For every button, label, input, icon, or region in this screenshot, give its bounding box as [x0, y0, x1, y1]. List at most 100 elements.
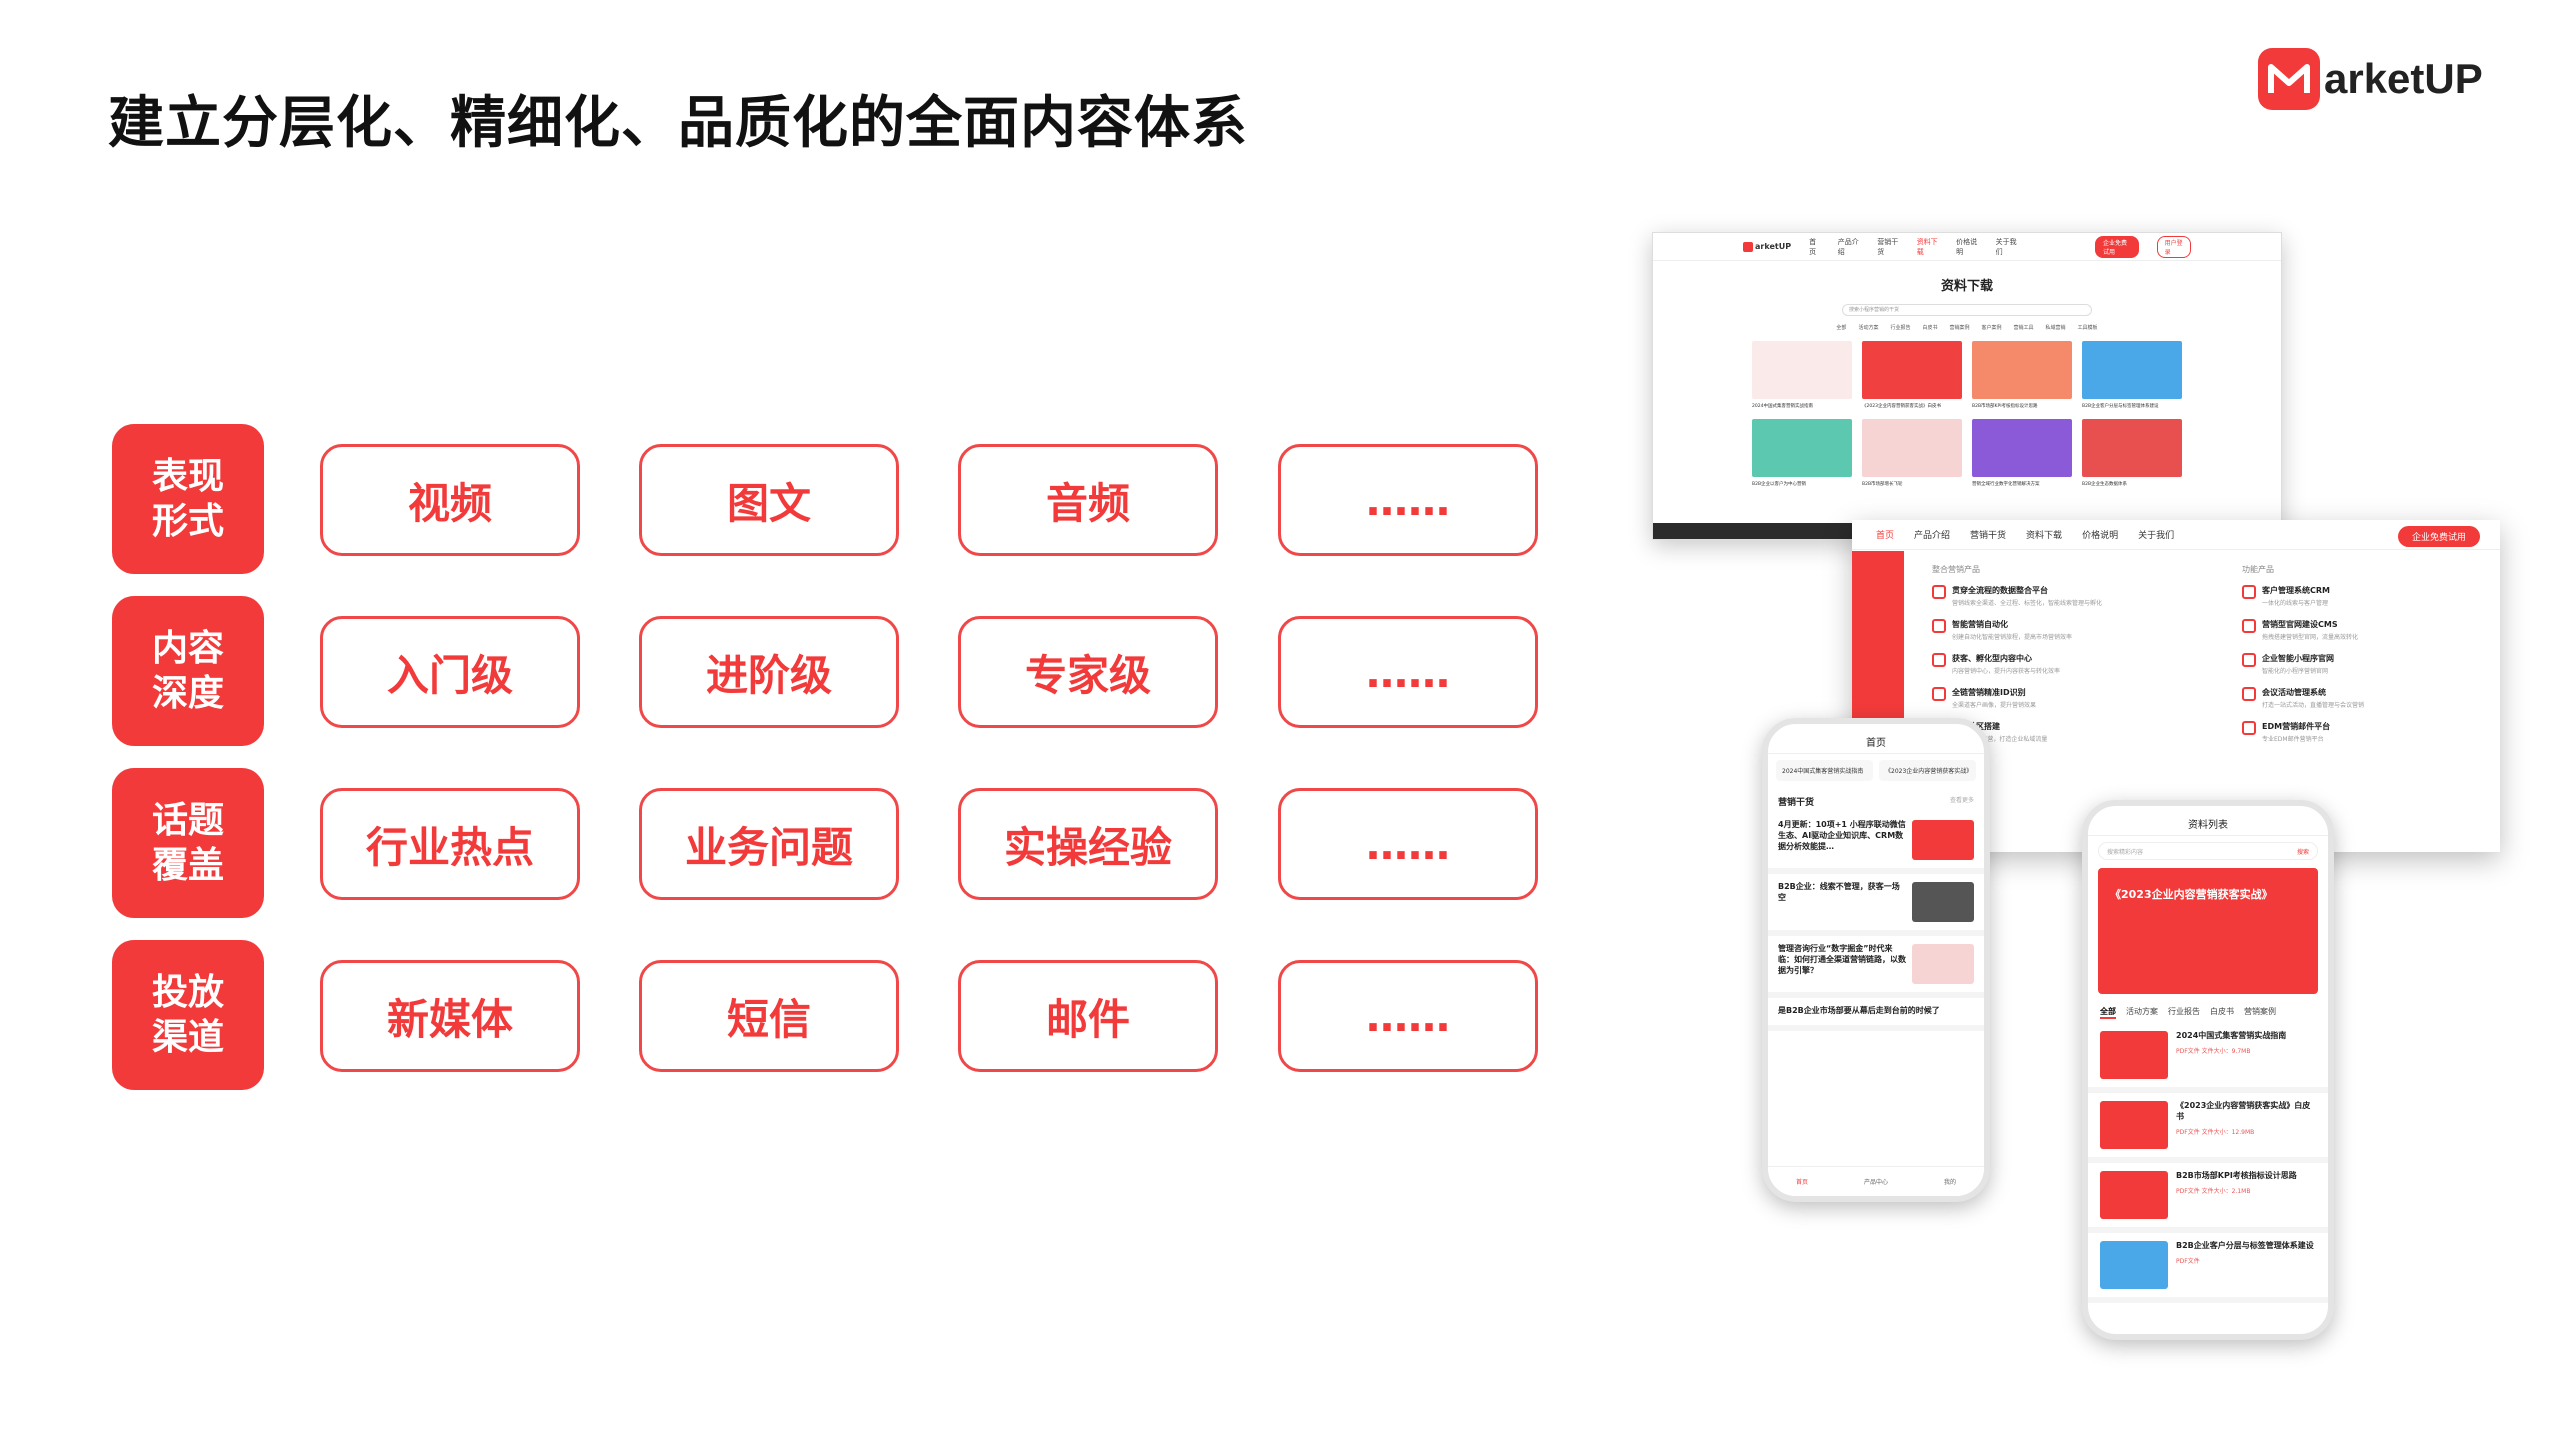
- cell-email: 邮件: [958, 960, 1218, 1072]
- menu-item[interactable]: 智能营销自动化创建自动化智能营销旅程，提高市场营销效率: [1932, 619, 2192, 641]
- doc-thumb: [2100, 1031, 2168, 1079]
- section-title: 营销干货: [1778, 798, 1815, 808]
- tab[interactable]: 行业报告: [1890, 325, 1911, 331]
- article-thumb: [1912, 820, 1974, 860]
- card-caption: 2024中国式集客营销实战指南: [1752, 404, 1813, 409]
- menu-item[interactable]: 会议活动管理系统打造一站式活动，直播管理与会议营销: [2242, 687, 2482, 709]
- top-card[interactable]: 2024中国式集客营销实战指南: [1776, 760, 1873, 781]
- resource-card[interactable]: B2B企业客户分层与标签管理体系建设: [2082, 341, 2182, 409]
- nav-item[interactable]: 价格说明: [2082, 531, 2119, 541]
- card-thumb: [2082, 419, 2182, 477]
- menu-item-desc: 营销线索全渠道、全过程、标签化，智能线索管理与孵化: [1952, 600, 2103, 607]
- trial-button[interactable]: 企业免费试用: [2397, 526, 2480, 547]
- nav-item[interactable]: 营销干货: [1970, 531, 2007, 541]
- menu-item-desc: 全渠道客户画像，提升营销效果: [1952, 702, 2037, 709]
- tab[interactable]: 客户案例: [1981, 325, 2002, 331]
- row-label-topics: 话题 覆盖: [112, 768, 264, 918]
- download-heading: 资料下载: [1940, 279, 1993, 294]
- article-title: 是B2B企业市场部要从幕后走到台前的时候了: [1778, 1006, 1940, 1015]
- article-item[interactable]: 4月更新：10项+1 小程序联动微信生态、AI驱动企业知识库、CRM数据分析效能…: [1768, 812, 1984, 874]
- trial-button[interactable]: 企业免费试用: [2095, 235, 2139, 258]
- tab[interactable]: 活动方案: [2126, 1007, 2158, 1016]
- search-placeholder: 搜索精彩内容: [2107, 848, 2144, 856]
- cell-more: ……: [1278, 616, 1538, 728]
- tab[interactable]: 营销案例: [2244, 1007, 2276, 1016]
- menu-item[interactable]: 获客、孵化型内容中心内容营销中心，提升内容获客与转化效率: [1932, 653, 2192, 675]
- nav-item[interactable]: 价格说明: [1956, 237, 1978, 256]
- resource-card[interactable]: B2B市场部KPI考核指标设计思路: [1972, 341, 2072, 409]
- product-icon: [2242, 619, 2256, 633]
- mini-logo: arketUP: [1743, 241, 1791, 252]
- tabbar-me[interactable]: 我的: [1943, 1179, 1956, 1186]
- tab[interactable]: 白皮书: [1922, 325, 1938, 331]
- nav-item[interactable]: 关于我们: [2138, 531, 2175, 541]
- download-search-input[interactable]: 搜索小程序营销的干货: [1842, 304, 2092, 316]
- tab[interactable]: 全部: [1836, 325, 1847, 331]
- nav-item[interactable]: 产品介绍: [1914, 531, 1951, 541]
- row-label-line: 形式: [151, 501, 224, 542]
- doc-meta: PDF文件 文件大小：12.9MB: [2176, 1128, 2255, 1136]
- phone-title-bar: 首页: [1768, 724, 1984, 754]
- article-item[interactable]: 是B2B企业市场部要从幕后走到台前的时候了: [1768, 998, 1984, 1031]
- logo-m-icon: [1743, 241, 1753, 252]
- tabbar-home[interactable]: 首页: [1795, 1179, 1808, 1186]
- nav-item[interactable]: 关于我们: [1995, 237, 2017, 256]
- tab[interactable]: 私域营销: [2045, 325, 2066, 331]
- nav-item[interactable]: 首页: [1809, 237, 1817, 256]
- article-item[interactable]: B2B企业：线索不管理，获客一场空: [1768, 874, 1984, 936]
- phone-banner[interactable]: 《2023企业内容营销获客实战》: [2098, 868, 2318, 994]
- article-title: 管理咨询行业“数字掘金”时代来临：如何打通全渠道营销链路，以数据为引擎？: [1778, 944, 1906, 975]
- search-button[interactable]: 搜索: [2296, 848, 2309, 856]
- section-header: 营销干货 查看更多: [1768, 787, 1984, 812]
- nav-item[interactable]: 资料下载: [1916, 237, 1938, 256]
- article-thumb: [1912, 882, 1974, 922]
- phone-search-input[interactable]: 搜索精彩内容 搜索: [2098, 842, 2318, 860]
- menu-item-desc: 专业EDM邮件营销平台: [2262, 736, 2324, 743]
- card-caption: B2B企业生态数据体系: [2082, 482, 2128, 487]
- article-title: B2B企业：线索不管理，获客一场空: [1778, 882, 1900, 902]
- nav-item[interactable]: 营销干货: [1877, 237, 1899, 256]
- resource-card[interactable]: B2B企业生态数据体系: [2082, 419, 2182, 487]
- resource-card[interactable]: 2024中国式集客营销实战指南: [1752, 341, 1852, 409]
- tab[interactable]: 全部: [2100, 1006, 2116, 1019]
- tab[interactable]: 活动方案: [1858, 325, 1879, 331]
- tab[interactable]: 营销工具: [2013, 325, 2034, 331]
- more-link[interactable]: 查看更多: [1949, 797, 1974, 804]
- menu-item-title: 智能营销自动化: [1952, 620, 2008, 629]
- phone-tabs: 全部 活动方案 行业报告 白皮书 营销案例: [2088, 1002, 2328, 1023]
- tab[interactable]: 行业报告: [2168, 1007, 2200, 1016]
- article-item[interactable]: 管理咨询行业“数字掘金”时代来临：如何打通全渠道营销链路，以数据为引擎？: [1768, 936, 1984, 998]
- menu-item[interactable]: 全链营销精准ID识别全渠道客户画像，提升营销效果: [1932, 687, 2192, 709]
- resource-card[interactable]: B2B市场部增长飞轮: [1862, 419, 1962, 487]
- tab[interactable]: 白皮书: [2210, 1007, 2234, 1016]
- nav-item[interactable]: 首页: [1876, 531, 1895, 541]
- resource-card[interactable]: B2B企业以客户为中心营销: [1752, 419, 1852, 487]
- nav-item[interactable]: 资料下载: [2026, 531, 2063, 541]
- card-thumb: [1972, 341, 2072, 399]
- menu-item-title: 贯穿全流程的数据整合平台: [1952, 586, 2048, 595]
- tab[interactable]: 工具模板: [2077, 325, 2098, 331]
- menu-item[interactable]: EDM营销邮件平台专业EDM邮件营销平台: [2242, 721, 2482, 743]
- menu-item[interactable]: 企业智能小程序官网智能化的小程序营销官网: [2242, 653, 2482, 675]
- nav-item[interactable]: 产品介绍: [1837, 237, 1859, 256]
- resource-card[interactable]: 营销全域行业数字化营销解决方案: [1972, 419, 2072, 487]
- resource-card[interactable]: 《2023企业内容营销获客实战》白皮书: [1862, 341, 1962, 409]
- product-icon: [1932, 585, 1946, 599]
- login-button[interactable]: 用户登录: [2156, 235, 2192, 258]
- row-label-line: 表现: [151, 456, 224, 497]
- menu-item[interactable]: 贯穿全流程的数据整合平台营销线索全渠道、全过程、标签化，智能线索管理与孵化: [1932, 585, 2192, 607]
- tab[interactable]: 营销案例: [1949, 325, 1970, 331]
- top-card[interactable]: 《2023企业内容营销获客实战》: [1879, 760, 1976, 781]
- card-thumb: [1862, 341, 1962, 399]
- card-caption: B2B市场部KPI考核指标设计思路: [1972, 404, 2038, 409]
- tabbar-products[interactable]: 产品中心: [1863, 1179, 1888, 1186]
- cell-graphic-text: 图文: [639, 444, 899, 556]
- phone-resource-list: 资料列表 搜索精彩内容 搜索 《2023企业内容营销获客实战》 全部 活动方案 …: [2082, 800, 2334, 1340]
- article-title: 4月更新：10项+1 小程序联动微信生态、AI驱动企业知识库、CRM数据分析效能…: [1778, 820, 1906, 851]
